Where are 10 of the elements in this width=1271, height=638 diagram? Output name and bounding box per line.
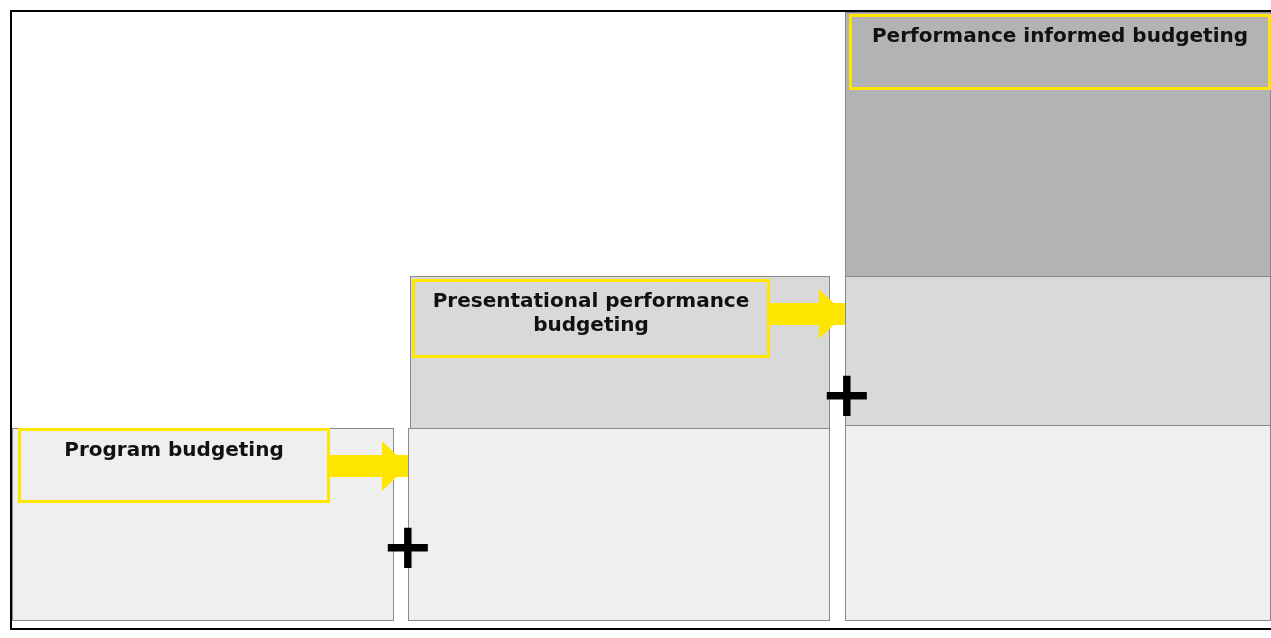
stage-label-box xyxy=(18,428,330,503)
stage-label-box xyxy=(412,279,770,358)
plus-sign: + xyxy=(820,362,874,426)
stage-label-box xyxy=(849,14,1271,90)
stage-title: Performance informed budgeting xyxy=(870,23,1250,47)
stage-title: Program budgeting xyxy=(63,437,285,461)
plus-sign: + xyxy=(381,514,435,578)
stage-title: Presentational performance budgeting xyxy=(431,288,751,336)
step-block xyxy=(845,12,1271,277)
step-block xyxy=(845,425,1271,621)
